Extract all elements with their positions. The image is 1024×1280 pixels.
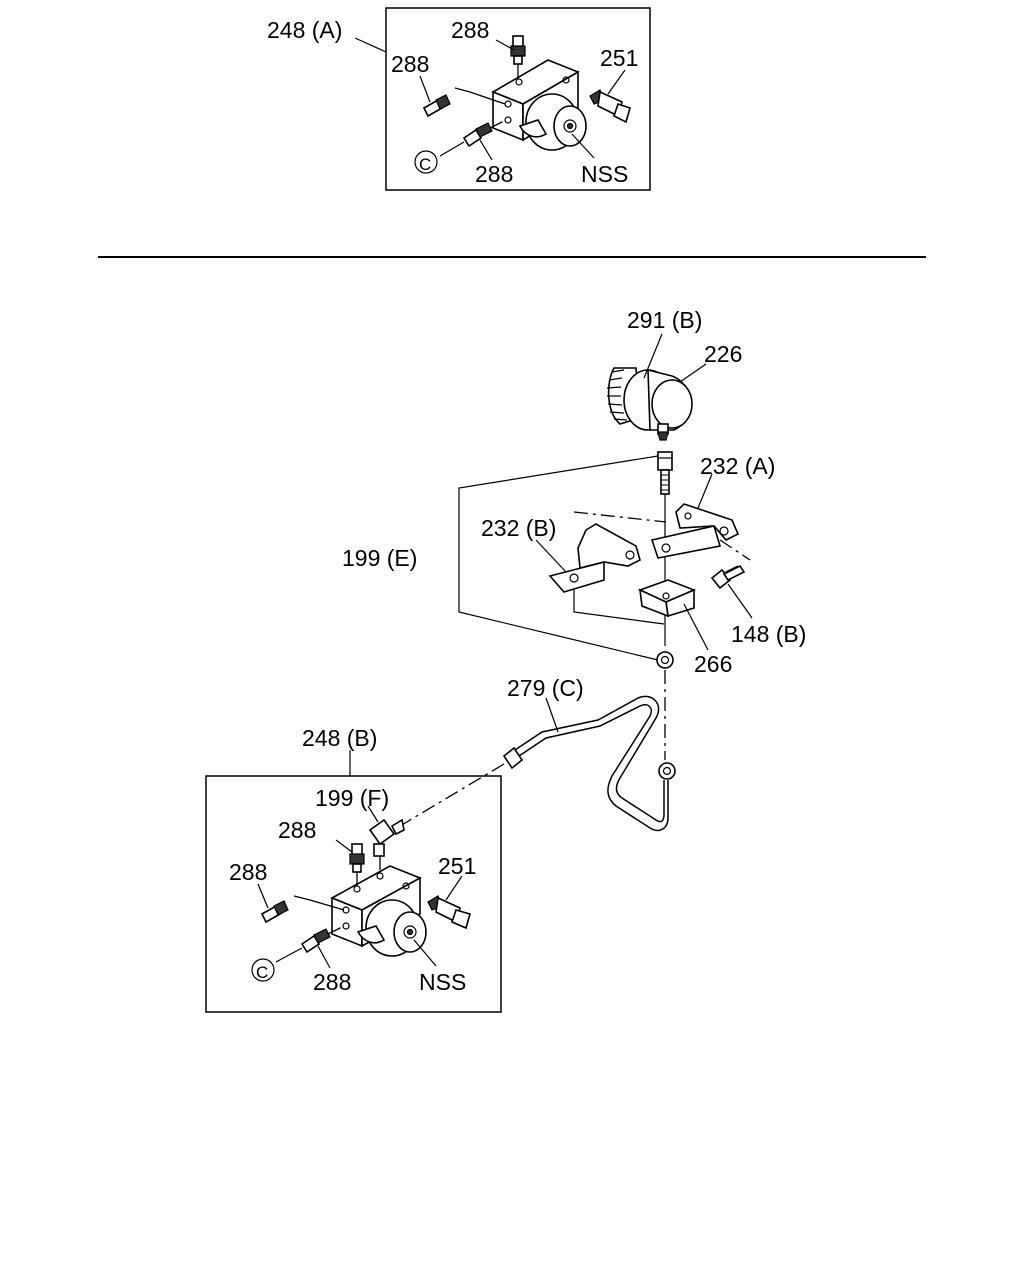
bracket-232a [650, 473, 740, 559]
nut-199e [656, 651, 674, 669]
label-248b: 248 (B) [302, 725, 377, 751]
valve-block-a [491, 59, 587, 151]
fitting-288-left-b [257, 883, 345, 924]
label-199e: 199 (E) [342, 545, 417, 571]
sensor-251-a [589, 69, 631, 124]
label-251-b: 251 [438, 853, 476, 879]
bracket-232b [535, 523, 641, 593]
circle-c-a [414, 150, 438, 174]
label-nss-a: NSS [581, 161, 628, 187]
label-232b: 232 (B) [481, 515, 556, 541]
label-199f: 199 (F) [315, 785, 389, 811]
elbow-199f [367, 805, 405, 872]
fitting-288-left-a [422, 87, 506, 118]
label-288-top-a: 288 [451, 17, 489, 43]
label-291b: 291 (B) [627, 307, 702, 333]
inset-248a-frame [385, 7, 651, 191]
label-251-a: 251 [600, 45, 638, 71]
label-148b: 148 (B) [731, 621, 806, 647]
circle-c-b [251, 958, 275, 982]
label-c-a: C [419, 155, 431, 174]
fitting-288-bottom-a [439, 119, 507, 157]
inset-248b [205, 750, 502, 1013]
label-232a: 232 (A) [700, 453, 775, 479]
sensor-251-b [427, 875, 471, 930]
pressure-gauge-226 [606, 333, 707, 441]
pipe-279c [502, 695, 676, 832]
label-nss-b: NSS [419, 969, 466, 995]
bolt-148b [710, 564, 753, 619]
label-c-b: C [256, 963, 268, 982]
label-288-top-b: 288 [278, 817, 316, 843]
fitting-288-top-b [335, 839, 365, 886]
label-226: 226 [704, 341, 742, 367]
inset-248b-frame [205, 775, 502, 1013]
label-288-left-b: 288 [229, 859, 267, 885]
spacer-266 [637, 579, 709, 651]
callout-labels: 248 (A) 288 288 251 288 NSS C 291 (B) 22… [229, 17, 806, 995]
label-288-bottom-b: 288 [313, 969, 351, 995]
label-248a: 248 (A) [267, 17, 342, 43]
inset-248a [354, 7, 651, 191]
fitting-288-top-a [510, 35, 526, 80]
label-288-left-a: 288 [391, 51, 429, 77]
label-279c: 279 (C) [507, 675, 584, 701]
label-266: 266 [694, 651, 732, 677]
fitting-288-bottom-b [275, 925, 345, 969]
group-199e-bracket [458, 455, 659, 661]
label-288-bottom-a: 288 [475, 161, 513, 187]
bolt-199e [657, 451, 673, 646]
valve-block-b [330, 865, 427, 957]
